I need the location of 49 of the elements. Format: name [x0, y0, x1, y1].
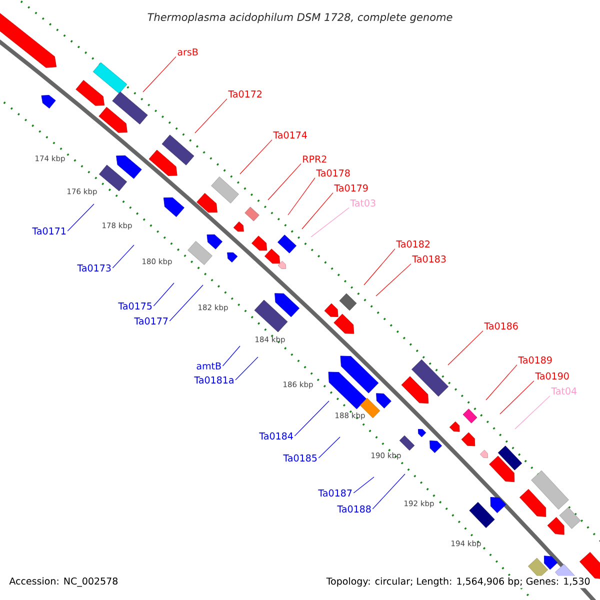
leader-line — [235, 356, 258, 380]
leader-line — [376, 264, 412, 296]
leader-line — [142, 56, 176, 92]
leader-line — [112, 244, 134, 268]
leader-line — [268, 163, 302, 200]
gene-label: Ta0174 — [273, 131, 307, 139]
gene-label: amtB — [196, 362, 221, 370]
gene-label: Ta0184 — [259, 432, 293, 440]
gene-label: arsB — [178, 48, 198, 56]
gene-label: Tat04 — [551, 387, 577, 395]
leader-line — [194, 98, 228, 134]
title: Thermoplasma acidophilum DSM 1728, complete genome — [148, 12, 452, 24]
gene-label: Ta0185 — [283, 454, 317, 462]
leader-line — [302, 192, 334, 230]
gene-label: Ta0190 — [535, 372, 569, 380]
leader-line — [514, 396, 550, 430]
gene-label: Ta0178 — [316, 169, 350, 177]
leader-line — [240, 140, 272, 174]
leader-line — [169, 284, 204, 322]
gene-label: Ta0177 — [134, 317, 168, 325]
leader-line — [153, 282, 174, 306]
info-text: Accession: NC_002578 — [9, 577, 118, 587]
leader-line — [448, 330, 484, 366]
gene-label: Ta0189 — [518, 356, 552, 364]
leader-line — [288, 178, 316, 216]
gene-label: Ta0172 — [228, 90, 262, 98]
gene-label: Ta0183 — [412, 255, 446, 263]
leader-line — [67, 204, 94, 232]
gene-label: Ta0188 — [337, 505, 371, 513]
info-text: Topology: circular; Length: 1,564,906 bp; Genes: 1,530 — [324, 576, 592, 588]
leader-line — [294, 400, 330, 436]
gene-label: Ta0186 — [484, 322, 518, 330]
leader-line — [310, 208, 350, 238]
leader-line — [372, 474, 406, 510]
leader-line — [364, 248, 396, 286]
gene-label: Ta0175 — [118, 302, 152, 310]
gene-label: Ta0182 — [396, 240, 430, 248]
gene-label: Ta0187 — [318, 489, 352, 497]
gene-label: Ta0173 — [77, 264, 111, 272]
gene-label: Ta0171 — [32, 227, 66, 235]
gene-label: RPR2 — [303, 155, 326, 163]
leader-line — [318, 436, 340, 458]
leader-line — [500, 380, 534, 414]
leader-line — [353, 476, 374, 494]
gene-label: Tat03 — [350, 199, 376, 207]
leader-line — [222, 346, 240, 366]
gene-label: Ta0179 — [334, 184, 368, 192]
leader-line — [486, 364, 518, 400]
gene-label: Ta0181a — [194, 376, 234, 384]
